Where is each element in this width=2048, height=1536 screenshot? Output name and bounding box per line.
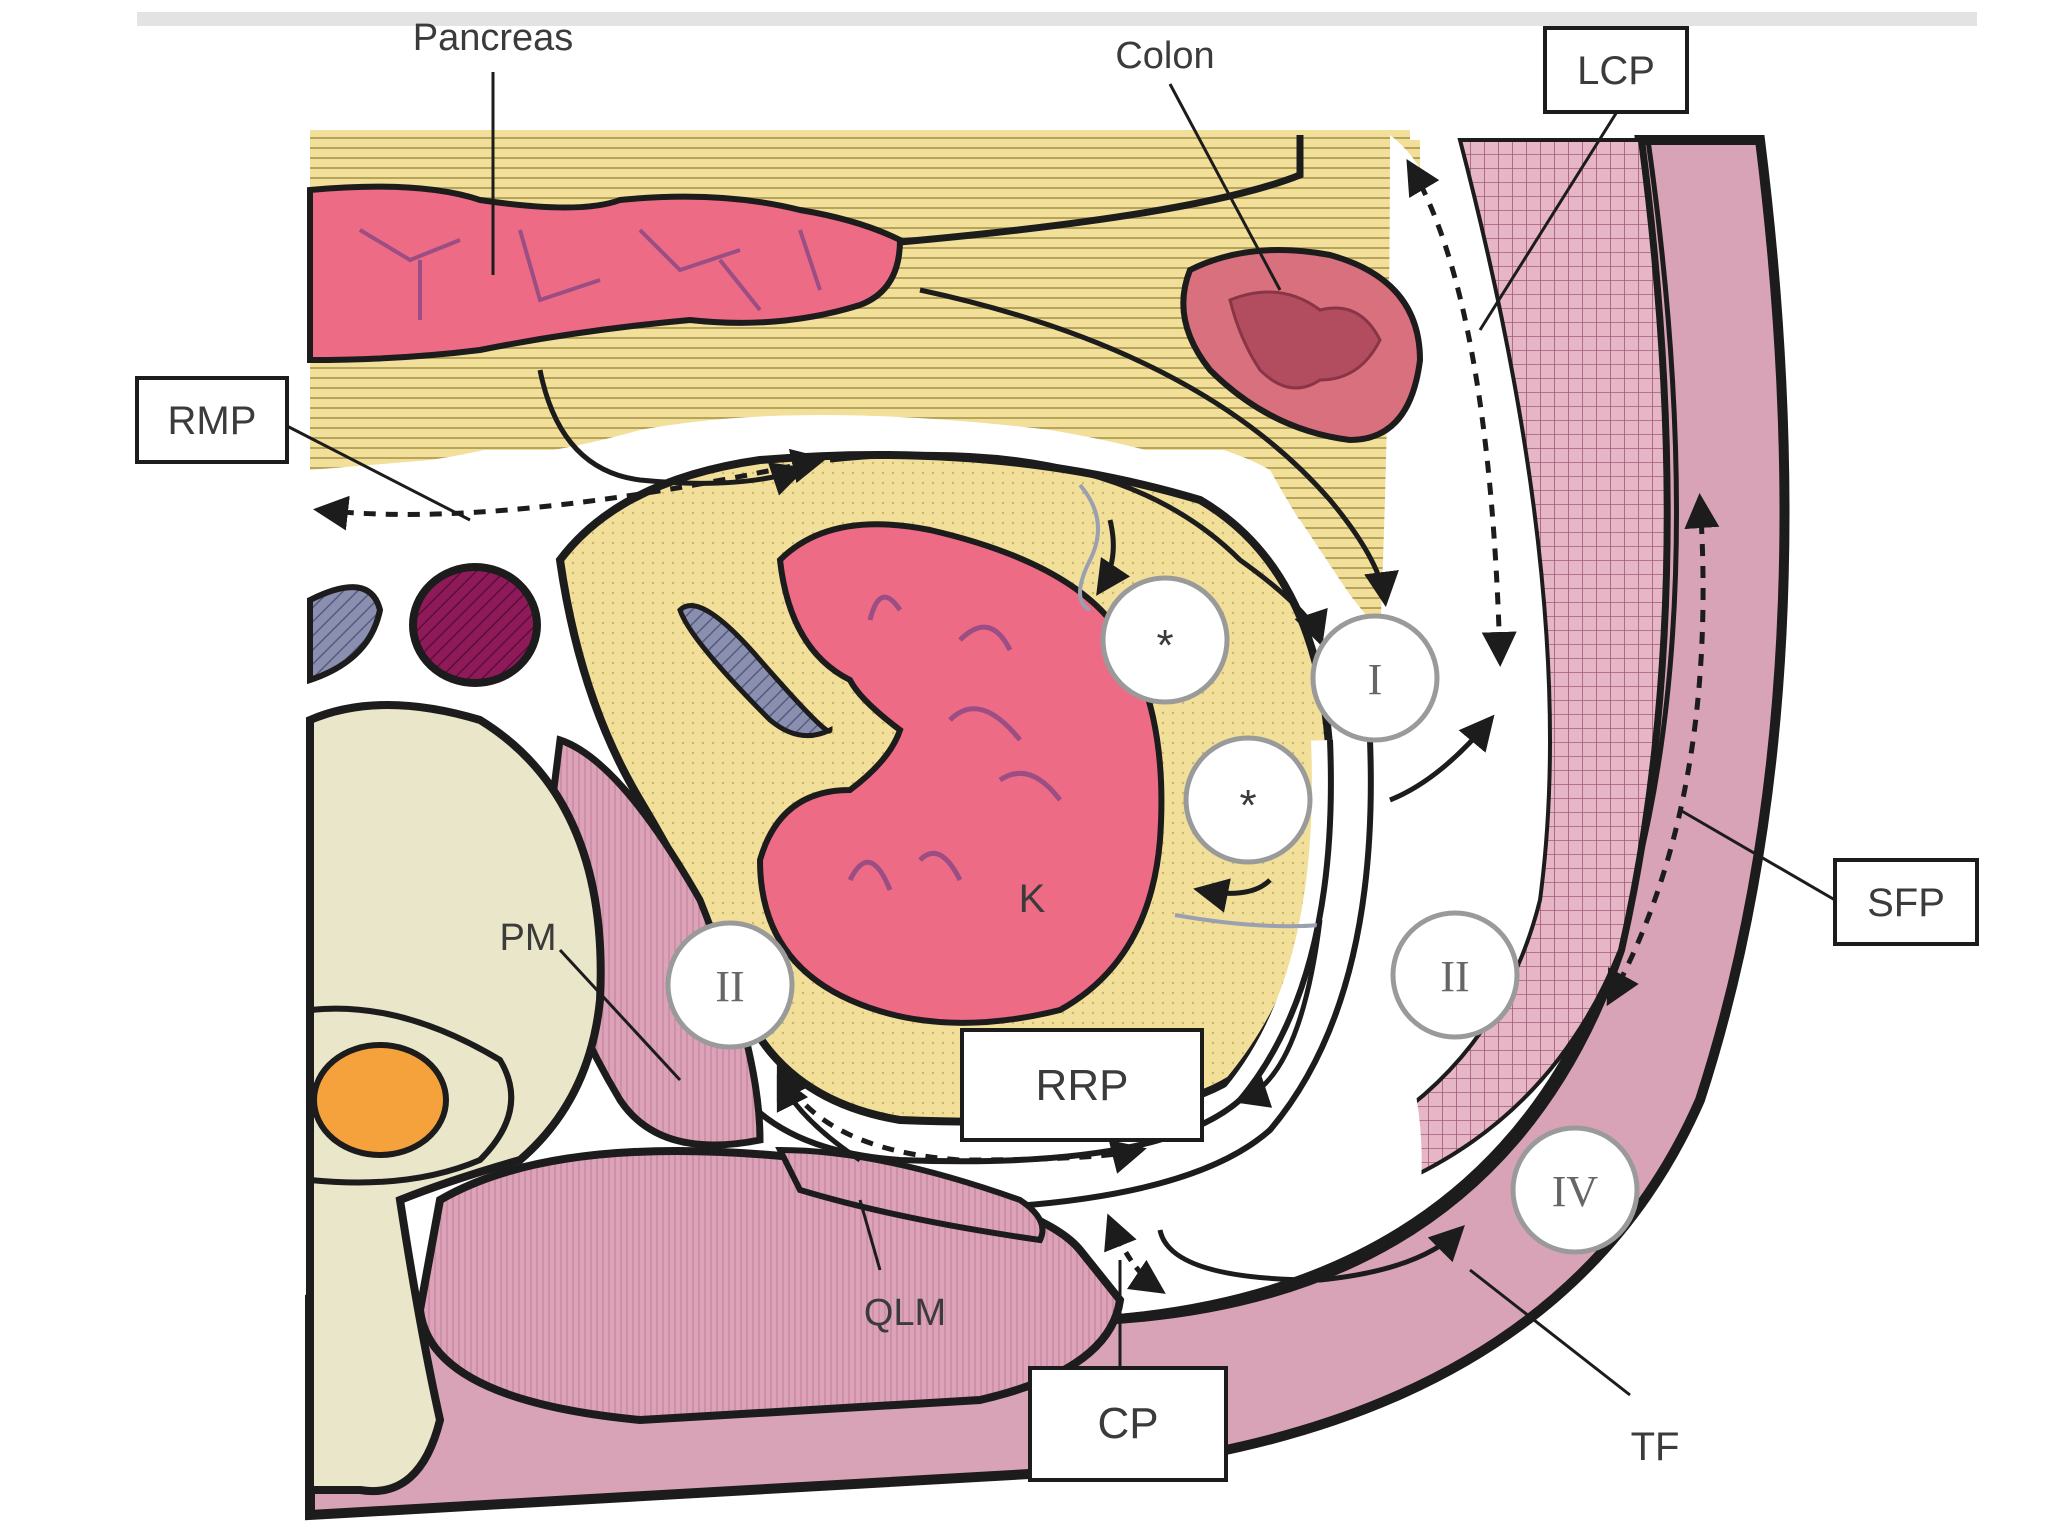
label-lcp: LCP [1577, 49, 1655, 93]
label-tf: TF [1631, 1425, 1680, 1469]
label-qlm: QLM [864, 1292, 946, 1334]
flow-arrows [313, 158, 1720, 1294]
label-pancreas: Pancreas [413, 17, 574, 59]
label-colon: Colon [1115, 35, 1214, 77]
marker-iv-label: IV [1552, 1167, 1599, 1216]
ureter-vessel [677, 603, 833, 739]
marker-iv [1510, 1125, 1640, 1255]
label-box-lcp [1543, 26, 1689, 114]
label-box-sfp [1833, 858, 1979, 946]
marker-star-top [1100, 575, 1230, 705]
label-cp: CP [1097, 1399, 1158, 1448]
marker-i [1310, 613, 1440, 743]
label-box-rrp [960, 1028, 1204, 1142]
header-bar [137, 12, 1977, 26]
marker-star-top-label: * [1156, 621, 1173, 670]
vertebra [306, 701, 605, 1496]
marker-ii-left [665, 920, 795, 1050]
label-box-cp [1028, 1366, 1228, 1482]
aorta-vessel [409, 563, 541, 687]
label-rrp: RRP [1036, 1061, 1129, 1110]
ivc-vessel [307, 584, 384, 685]
spinal-canal [311, 1042, 449, 1158]
marker-ii-left-label: II [715, 962, 744, 1011]
marker-star-bottom [1183, 735, 1313, 865]
pancreas-organ [307, 183, 904, 364]
leader-lines [284, 72, 1836, 1397]
marker-ii-right-label: II [1440, 952, 1469, 1001]
label-pm: PM [500, 917, 557, 959]
marker-star-bottom-label: * [1239, 781, 1256, 830]
marker-i-label: I [1368, 655, 1383, 704]
label-k: K [1019, 877, 1046, 921]
label-rmp: RMP [168, 399, 257, 443]
marker-ii-right [1390, 910, 1520, 1040]
label-box-rmp [135, 376, 289, 464]
kidney-organ [756, 521, 1165, 1026]
label-sfp: SFP [1867, 881, 1945, 925]
